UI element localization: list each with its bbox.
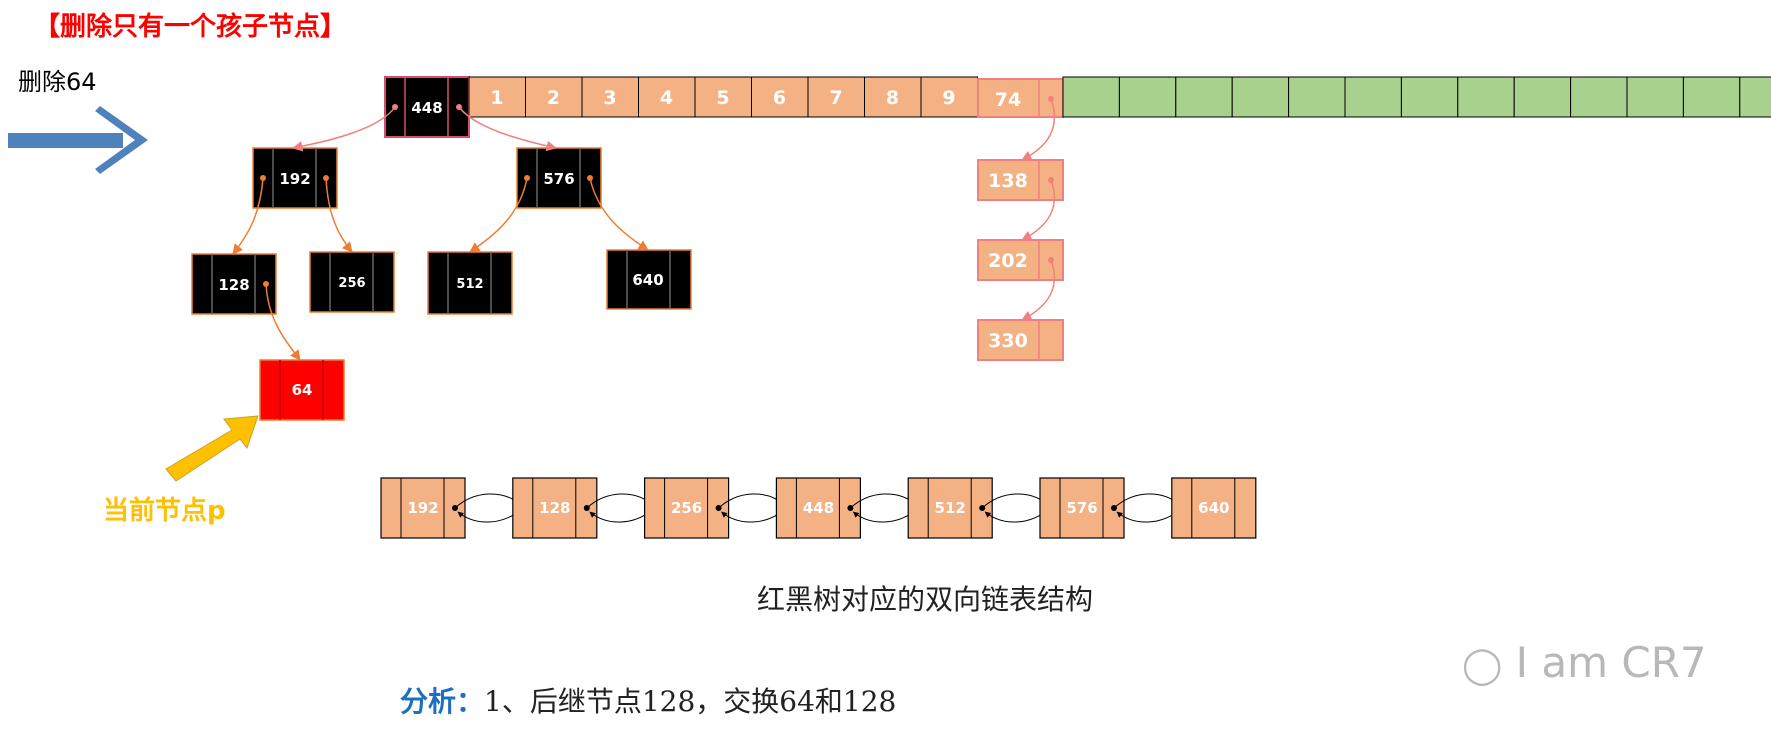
list-node: 192 xyxy=(380,477,526,539)
table-chain-head-value: 74 xyxy=(995,89,1021,111)
list-node: 512 xyxy=(907,477,1053,539)
table-chain-head-slot: 74 xyxy=(977,78,1064,118)
table-index-slot: 8 xyxy=(864,76,922,118)
tree-node-640: 640 xyxy=(606,249,692,310)
table-empty-slot xyxy=(1682,76,1741,118)
tree-node-512: 512 xyxy=(427,251,513,315)
table-empty-slot xyxy=(1344,76,1402,118)
list-node-value: 512 xyxy=(935,499,966,517)
table-index-label: 7 xyxy=(829,87,842,109)
wechat-icon: ◯ xyxy=(1462,645,1503,686)
tree-node-192-value: 192 xyxy=(279,170,310,188)
table-index-slots: 1 2 3 4 5 6 7 8 9 xyxy=(468,76,978,118)
table-empty-slot xyxy=(1118,76,1177,118)
list-node: 256 xyxy=(643,477,790,539)
table-index-label: 4 xyxy=(660,87,673,109)
table-empty-slot xyxy=(1231,76,1290,118)
chain-node-1-value: 138 xyxy=(988,170,1028,192)
table-root-slot: 448 xyxy=(384,76,470,138)
chain-links xyxy=(1021,98,1056,321)
tree-node-64-value: 64 xyxy=(292,381,313,399)
table-empty-slot xyxy=(1175,76,1233,118)
table-index-slot: 4 xyxy=(638,76,696,118)
tree-node-576-value: 576 xyxy=(543,170,574,188)
table-empty-slots xyxy=(1062,76,1771,118)
tree-node-256: 256 xyxy=(309,251,395,313)
table-index-label: 6 xyxy=(773,87,786,109)
tree-node-640-value: 640 xyxy=(632,271,663,289)
operation-label: 删除64 xyxy=(18,68,97,96)
chain-node-2-value: 202 xyxy=(988,250,1028,272)
tree-node-576: 576 xyxy=(516,147,602,209)
tree-node-128: 128 xyxy=(191,253,277,315)
tree-node-256-value: 256 xyxy=(338,276,365,291)
table-index-slot: 9 xyxy=(920,76,978,118)
list-node-value: 256 xyxy=(671,499,702,517)
watermark-text: I am CR7 xyxy=(1515,638,1707,687)
table-index-label: 2 xyxy=(547,87,560,109)
list-node-value: 448 xyxy=(803,499,834,517)
table-empty-slot xyxy=(1400,76,1459,118)
chain-node-2: 202 xyxy=(977,239,1064,281)
current-node-label: 当前节点p xyxy=(103,496,226,526)
table-index-slot: 7 xyxy=(807,76,865,118)
table-index-label: 5 xyxy=(716,87,729,109)
table-index-slot: 2 xyxy=(525,76,583,118)
table-index-slot: 5 xyxy=(694,76,752,118)
chain-node-3: 330 xyxy=(977,319,1064,361)
table-index-label: 8 xyxy=(886,87,899,109)
table-index-label: 3 xyxy=(603,87,616,109)
table-root-value: 448 xyxy=(411,99,442,117)
table-empty-slot xyxy=(1626,76,1684,118)
table-empty-slot xyxy=(1457,76,1515,118)
tree-node-128-value: 128 xyxy=(218,276,249,294)
analysis-text: 分析：1、后继节点128，交换64和128 xyxy=(400,680,896,720)
doubly-linked-list: 192 128 256 448 512 576 640 xyxy=(380,477,1257,539)
tree-node-192: 192 xyxy=(252,147,338,209)
list-caption: 红黑树对应的双向链表结构 xyxy=(757,583,1094,616)
table-empty-slot xyxy=(1513,76,1572,118)
chain-node-3-value: 330 xyxy=(988,330,1028,352)
list-node: 640 xyxy=(1171,477,1257,539)
list-node: 128 xyxy=(512,477,658,539)
list-node: 576 xyxy=(1039,477,1185,539)
watermark: ◯ I am CR7 xyxy=(1462,638,1707,687)
tree-node-512-value: 512 xyxy=(456,277,483,292)
analysis-label: 分析： xyxy=(400,685,485,718)
table-index-label: 9 xyxy=(942,87,955,109)
table-index-slot: 1 xyxy=(468,76,526,118)
page-heading: 【删除只有一个孩子节点】 xyxy=(34,12,347,42)
list-node: 448 xyxy=(775,477,922,539)
table-empty-slot xyxy=(1570,76,1628,118)
analysis-body: 1、后继节点128，交换64和128 xyxy=(484,685,897,718)
table-empty-slot xyxy=(1739,76,1771,118)
chain-node-1: 138 xyxy=(977,159,1064,201)
list-node-value: 640 xyxy=(1198,499,1229,517)
table-empty-slot xyxy=(1062,76,1120,118)
yellow-arrow-icon xyxy=(165,415,259,482)
table-index-slot: 3 xyxy=(581,76,639,118)
tree-node-64-current: 64 xyxy=(259,359,345,421)
list-node-value: 128 xyxy=(539,499,570,517)
table-empty-slot xyxy=(1288,76,1346,118)
table-index-label: 1 xyxy=(490,87,503,109)
table-index-slot: 6 xyxy=(751,76,809,118)
blue-arrow-icon xyxy=(8,106,148,174)
list-node-value: 192 xyxy=(407,499,438,517)
tree-edges xyxy=(232,106,649,361)
list-node-value: 576 xyxy=(1066,499,1097,517)
